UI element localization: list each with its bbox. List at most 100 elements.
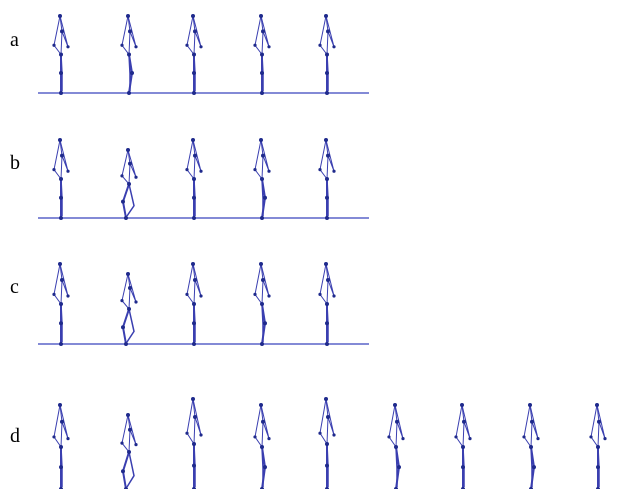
- joint-marker: [59, 321, 63, 325]
- joint-marker: [260, 216, 264, 220]
- joint-marker: [128, 162, 132, 166]
- joint-marker: [127, 53, 131, 57]
- joint-marker: [326, 154, 330, 158]
- joint-marker: [454, 435, 457, 438]
- joint-marker: [134, 176, 137, 179]
- joint-marker: [59, 91, 63, 95]
- skeleton-a-3: [185, 14, 202, 95]
- joint-marker: [121, 200, 125, 204]
- skeleton-a-4: [253, 14, 270, 95]
- joint-marker: [121, 325, 125, 329]
- skeleton-b-1: [52, 138, 69, 220]
- left-arm-bone: [524, 405, 531, 447]
- joint-marker: [124, 216, 128, 220]
- joint-marker: [185, 293, 188, 296]
- joint-marker: [185, 432, 188, 435]
- joint-marker: [325, 442, 329, 446]
- joint-marker: [261, 420, 265, 424]
- joint-marker: [603, 437, 606, 440]
- joint-marker: [395, 420, 399, 424]
- joint-marker: [192, 216, 196, 220]
- joint-marker: [387, 435, 390, 438]
- joint-marker: [325, 216, 329, 220]
- left-arm-bone: [187, 264, 194, 304]
- joint-marker: [134, 443, 137, 446]
- joint-marker: [460, 403, 464, 407]
- joint-marker: [52, 435, 55, 438]
- joint-marker: [192, 177, 196, 181]
- joint-marker: [536, 437, 539, 440]
- joint-marker: [58, 138, 62, 142]
- joint-marker: [124, 342, 128, 346]
- skeleton-c-5: [318, 262, 335, 346]
- joint-marker: [192, 321, 196, 325]
- joint-marker: [260, 342, 264, 346]
- joint-marker: [52, 293, 55, 296]
- joint-marker: [522, 435, 525, 438]
- left-arm-bone: [187, 399, 194, 444]
- joint-marker: [260, 71, 264, 75]
- joint-marker: [60, 29, 64, 33]
- skeleton-d-5: [318, 397, 335, 489]
- joint-marker: [318, 432, 321, 435]
- joint-marker: [253, 435, 256, 438]
- joint-marker: [324, 138, 328, 142]
- joint-marker: [58, 262, 62, 266]
- joint-marker: [326, 29, 330, 33]
- joint-marker: [326, 278, 330, 282]
- joint-marker: [60, 154, 64, 158]
- joint-marker: [193, 415, 197, 419]
- joint-marker: [267, 437, 270, 440]
- joint-marker: [192, 53, 196, 57]
- joint-marker: [318, 168, 321, 171]
- joint-marker: [595, 403, 599, 407]
- joint-marker: [58, 14, 62, 18]
- joint-marker: [263, 321, 267, 325]
- joint-marker: [259, 14, 263, 18]
- joint-marker: [66, 170, 69, 173]
- joint-marker: [532, 465, 536, 469]
- left-arm-bone: [54, 16, 61, 55]
- joint-marker: [260, 177, 264, 181]
- joint-marker: [199, 45, 202, 48]
- joint-marker: [394, 445, 398, 449]
- joint-marker: [59, 53, 63, 57]
- joint-marker: [120, 299, 123, 302]
- left-arm-bone: [255, 140, 262, 179]
- left-arm-bone: [320, 399, 327, 444]
- left-arm-bone: [187, 140, 194, 179]
- joint-marker: [193, 29, 197, 33]
- skeleton-c-3: [185, 262, 202, 346]
- joint-marker: [120, 44, 123, 47]
- left-arm-bone: [255, 16, 262, 55]
- skeleton-d-9: [589, 403, 606, 489]
- left-arm-bone: [122, 274, 129, 309]
- skeleton-d-6: [387, 403, 404, 489]
- skeleton-c-4: [253, 262, 270, 346]
- joint-marker: [120, 442, 123, 445]
- joint-marker: [192, 91, 196, 95]
- joint-marker: [128, 29, 132, 33]
- joint-marker: [66, 45, 69, 48]
- joint-marker: [59, 302, 63, 306]
- left-arm-bone: [255, 264, 262, 304]
- joint-marker: [199, 170, 202, 173]
- joint-marker: [528, 403, 532, 407]
- joint-marker: [66, 437, 69, 440]
- left-arm-bone: [54, 405, 61, 447]
- joint-marker: [59, 71, 63, 75]
- joint-marker: [596, 465, 600, 469]
- joint-marker: [193, 154, 197, 158]
- joint-marker: [397, 465, 401, 469]
- joint-marker: [530, 420, 534, 424]
- joint-marker: [267, 45, 270, 48]
- joint-marker: [59, 177, 63, 181]
- joint-marker: [596, 445, 600, 449]
- joint-marker: [260, 302, 264, 306]
- joint-marker: [462, 420, 466, 424]
- skeleton-d-1: [52, 403, 69, 489]
- skeleton-b-4: [253, 138, 270, 220]
- joint-marker: [529, 445, 533, 449]
- joint-marker: [185, 168, 188, 171]
